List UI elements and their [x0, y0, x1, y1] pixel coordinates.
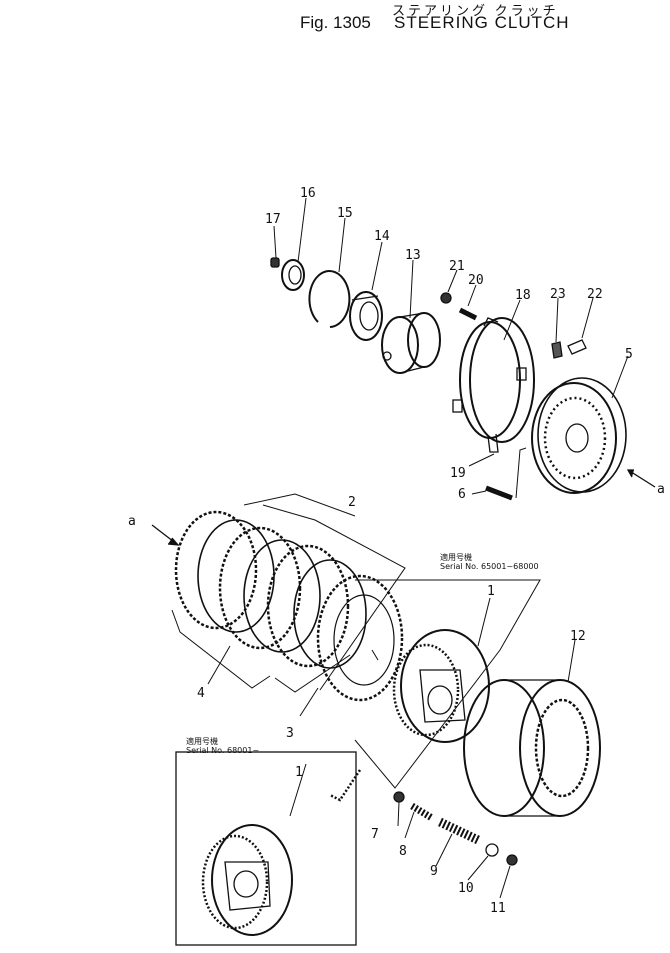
callout-20: 20 — [468, 273, 484, 288]
callout-12: 12 — [570, 629, 586, 644]
serial-variant-box — [175, 751, 357, 946]
part-1-clutch-hub-lower — [201, 824, 293, 936]
callout-22: 22 — [587, 287, 603, 302]
arrow-label-a-right: a — [657, 482, 665, 497]
part-21-nut — [440, 292, 452, 304]
callout-17: 17 — [265, 212, 281, 227]
part-23-lock-washer — [551, 341, 563, 359]
callout-10: 10 — [458, 881, 474, 896]
callout-3: 3 — [286, 726, 294, 741]
serial-note-lower: 適用号機 Serial No. 68001~ — [186, 737, 259, 755]
callout-14: 14 — [374, 229, 390, 244]
callout-11: 11 — [490, 901, 506, 916]
part-7-washer — [393, 791, 405, 803]
callout-4: 4 — [197, 686, 205, 701]
callout-6: 6 — [458, 487, 466, 502]
callout-13: 13 — [405, 248, 421, 263]
part-15-snap-ring — [308, 270, 351, 328]
diagram-title: STEERING CLUTCH — [394, 13, 570, 32]
serial-note-upper: 適用号機 Serial No. 65001~68000 — [440, 553, 539, 571]
callout-16: 16 — [300, 186, 316, 201]
callout-labels: 1 1 2 3 4 5 6 7 8 9 10 11 12 13 14 15 16… — [128, 186, 665, 916]
part-1-clutch-hub-upper — [392, 629, 490, 743]
callout-8: 8 — [399, 844, 407, 859]
serial-note-upper-text: Serial No. 65001~68000 — [440, 562, 539, 571]
part-6-bolt — [485, 485, 513, 501]
part-13-collar — [381, 312, 441, 374]
callout-15: 15 — [337, 206, 353, 221]
part-17-screw — [270, 257, 280, 268]
callout-23: 23 — [550, 287, 566, 302]
callout-2: 2 — [348, 495, 356, 510]
figure-number: Fig. 1305 — [300, 13, 371, 32]
part-22-plug — [567, 339, 587, 355]
arrow-label-a-left: a — [128, 514, 136, 529]
callout-21: 21 — [449, 259, 465, 274]
callout-18: 18 — [515, 288, 531, 303]
part-5-brake-drum — [531, 377, 627, 494]
part-20-bolt — [458, 307, 478, 321]
part-16-seal — [281, 259, 305, 291]
serial-note-lower-text: Serial No. 68001~ — [186, 746, 260, 755]
part-12-clutch-drum — [463, 679, 601, 817]
part-14-bearing — [349, 291, 383, 341]
callout-7: 7 — [371, 827, 379, 842]
callout-5: 5 — [625, 347, 633, 362]
serial-note-lower-jp: 適用号機 — [186, 737, 218, 746]
japanese-title: ステアリング クラッチ — [392, 3, 559, 18]
part-18-yoke — [452, 317, 535, 453]
callout-9: 9 — [430, 864, 438, 879]
part-10-retainer — [485, 843, 499, 857]
callout-1: 1 — [487, 584, 495, 599]
part-8-spring — [410, 802, 434, 822]
clutch-plate-pack — [174, 510, 404, 702]
serial-note-upper-jp: 適用号機 — [440, 553, 472, 562]
part-9-spring — [438, 817, 480, 845]
part-11-nut — [506, 854, 518, 866]
callout-1-lower: 1 — [295, 765, 303, 780]
callout-19: 19 — [450, 466, 466, 481]
